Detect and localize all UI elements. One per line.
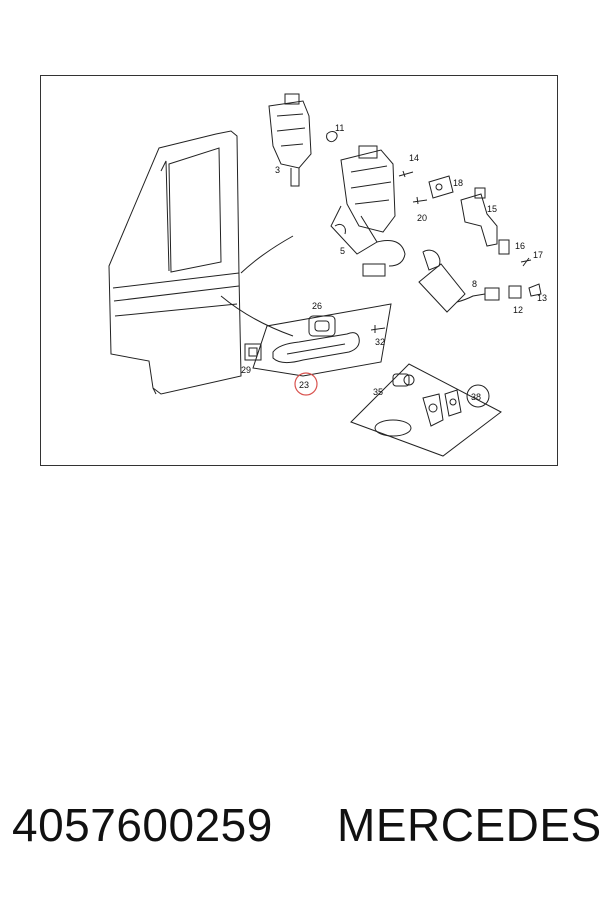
part-number: 4057600259: [12, 799, 273, 851]
lock-cylinder-part-35: [392, 373, 415, 387]
callout-label: 23: [299, 380, 309, 390]
handle-cap-part-26: [308, 315, 336, 337]
callout-label: 13: [537, 293, 547, 303]
callout-label: 18: [453, 178, 463, 188]
callout-label: 20: [417, 213, 427, 223]
connector-part-16: [498, 239, 510, 255]
callout-labels: 3 11 14 18 20 15 5 16 17 8 13 12 26 32 2…: [241, 123, 547, 402]
bracket-part-18: [428, 175, 454, 199]
screw-part-20: [412, 196, 428, 205]
callout-label: 12: [513, 305, 523, 315]
connector-part-12: [508, 285, 522, 299]
lock-tumbler-part-38: [422, 389, 462, 427]
callout-label: 14: [409, 153, 419, 163]
screw-part-17: [520, 257, 532, 267]
exploded-view-drawing: 3 11 14 18 20 15 5 16 17 8 13 12 26 32 2…: [108, 93, 547, 457]
connector-part-13: [528, 283, 542, 297]
screw-part-14: [398, 170, 414, 178]
callout-label: 32: [375, 337, 385, 347]
callout-label: 16: [515, 241, 525, 251]
callout-label: 26: [312, 301, 322, 311]
caption: 4057600259 MERCEDES: [0, 798, 600, 868]
clip-part-11: [326, 131, 338, 143]
leader-line-upper: [240, 235, 294, 274]
handle-group-frame: [252, 303, 392, 377]
callout-label: 3: [275, 165, 280, 175]
callout-label: 15: [487, 204, 497, 214]
retaining-ring: [374, 419, 412, 437]
callout-label: 8: [472, 279, 477, 289]
callout-label: 35: [373, 387, 383, 397]
gasket-part-29: [244, 343, 262, 361]
callout-circle-38: [466, 384, 490, 408]
cylinder-group-frame: [350, 363, 502, 457]
lock-part-main: [330, 145, 406, 277]
callout-label: 38: [471, 392, 481, 402]
bracket-part-15: [460, 187, 498, 247]
callout-label: 29: [241, 365, 251, 375]
callout-label: 5: [340, 246, 345, 256]
callout-label: 11: [335, 123, 344, 133]
screw-part-32: [370, 325, 386, 333]
callout-label: 17: [533, 250, 543, 260]
actuator-part-8: [418, 249, 500, 313]
highlight-circle: [294, 372, 318, 396]
parts-diagram: 3 11 14 18 20 15 5 16 17 8 13 12 26 32 2…: [40, 75, 558, 466]
leader-line-lower: [220, 295, 294, 337]
lock-part-3: [268, 93, 312, 187]
brand-name: MERCEDES: [337, 799, 600, 851]
door-outline: [108, 130, 242, 395]
door-handle-part-23: [272, 332, 360, 364]
